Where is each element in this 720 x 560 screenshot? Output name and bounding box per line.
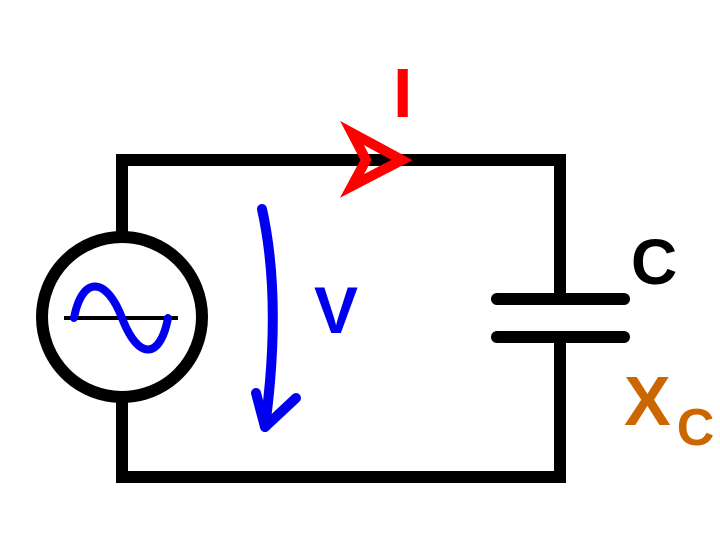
circuit-wires: [116, 154, 566, 483]
voltage-label: V: [314, 273, 359, 347]
reactance-symbol: X: [624, 362, 671, 440]
current-label: I: [393, 54, 413, 132]
capacitor-label: C: [631, 226, 678, 298]
voltage-arrow-shaft: [257, 204, 278, 432]
wire-bottom: [116, 332, 566, 483]
voltage-arrowhead: [251, 388, 301, 432]
current-arrow-icon: [339, 120, 413, 198]
source-sine-wave: [70, 282, 172, 354]
voltage-arrow-icon: [251, 204, 301, 432]
current-arrowhead: [339, 120, 413, 198]
reactance-subscript: C: [676, 399, 715, 457]
ac-voltage-source-icon: [36, 231, 208, 403]
wire-top: [116, 154, 566, 304]
capacitor-icon: [491, 293, 630, 343]
